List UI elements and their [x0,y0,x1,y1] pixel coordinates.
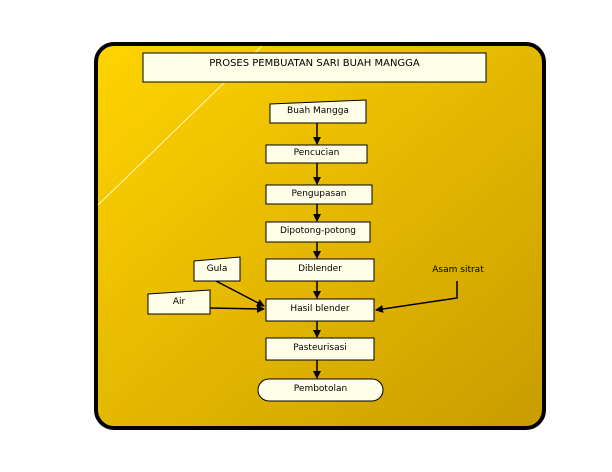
dipotong-box [265,221,371,243]
title-box [142,52,487,83]
gula-label: Gula [206,264,228,274]
pasteurisasi-box [265,337,375,361]
asam-sitrat-label: Asam sitrat [432,265,484,275]
arrow-gula-to-hasil [215,280,265,307]
dipotong-label: Dipotong-potong [279,226,357,236]
pasteurisasi-label: Pasteurisasi [293,343,347,353]
hasil-blender-label: Hasil blender [290,304,350,314]
hasil-blender-box [265,298,375,322]
buah-mangga-box [269,99,367,124]
diblender-label: Diblender [298,264,342,274]
arrow-air-to-hasil [209,304,265,313]
pengupasan-box [265,184,373,205]
pengupasan-label: Pengupasan [291,189,347,199]
diagram-title: PROSES PEMBUATAN SARI BUAH MANGGA [209,58,420,69]
pembotolan-label: Pembotolan [293,384,348,394]
arrow-asam-sitrat-to-hasil [375,281,458,313]
air-box [147,289,211,315]
diblender-box [265,258,375,282]
pencucian-label: Pencucian [293,148,340,158]
buah-mangga-label: Buah Mangga [287,106,349,116]
pembotolan-box [257,378,384,402]
air-label: Air [172,297,186,307]
gula-box [193,256,241,282]
